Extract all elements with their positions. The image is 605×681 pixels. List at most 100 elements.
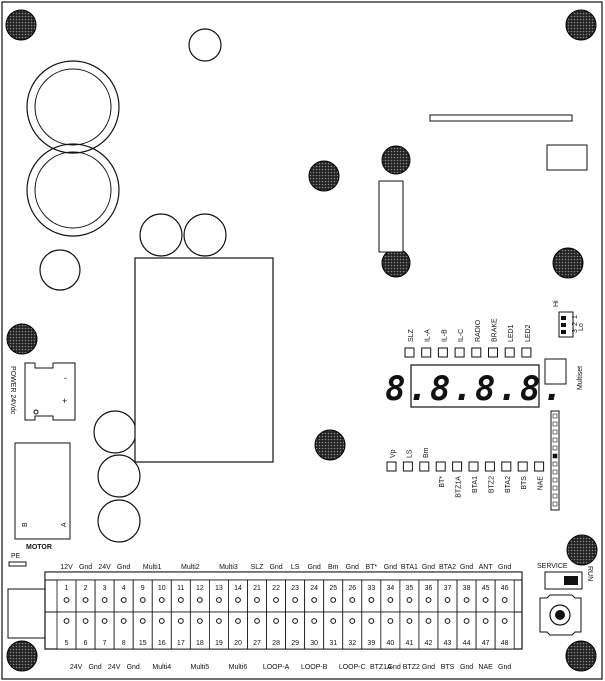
terminal-screw: [501, 597, 508, 603]
terminal-number: 24: [310, 585, 318, 592]
terminal-label: BTZ1A: [370, 664, 392, 671]
pin-header-body: [550, 410, 560, 511]
terminal-number: 23: [291, 585, 299, 592]
input-led: [419, 461, 430, 472]
input-led: [435, 461, 446, 472]
status-led-label: BRAKE: [492, 318, 499, 342]
terminal-screw: [63, 597, 70, 603]
terminal-label: LS: [291, 564, 300, 571]
terminal-label: LOOP-C: [339, 664, 366, 671]
capacitor: [97, 454, 141, 498]
header-pin: [552, 469, 558, 475]
terminal-label: Multi1: [143, 564, 162, 571]
terminal-label: NAE: [478, 664, 493, 671]
motor-connector: [14, 442, 71, 540]
input-led-label: Vp: [390, 449, 397, 458]
header-pin: [552, 453, 558, 459]
terminal-number: 5: [65, 640, 69, 647]
terminal-screw: [444, 618, 451, 624]
terminal-label: Gnd: [498, 564, 511, 571]
terminal-number: 35: [406, 585, 414, 592]
dip-switch[interactable]: [558, 311, 574, 338]
service-run-switch[interactable]: [544, 571, 583, 590]
terminal-label: Gnd: [117, 564, 130, 571]
terminal-screw: [120, 618, 127, 624]
terminal-screw: [177, 597, 184, 603]
status-led-label: IL-C: [458, 329, 465, 342]
terminal-number: 27: [253, 640, 261, 647]
terminal-number: 26: [348, 585, 356, 592]
header-pin: [552, 501, 558, 507]
terminal-screw: [273, 618, 279, 624]
status-led-label: SLZ: [408, 328, 415, 342]
status-led-label: IL-A: [425, 329, 432, 342]
terminal-screw: [139, 618, 146, 624]
header-pin: [552, 413, 558, 419]
capacitor: [39, 249, 81, 291]
service-button[interactable]: [539, 594, 582, 636]
terminal-label: 24V: [70, 664, 83, 671]
terminal-label: Multi2: [181, 564, 200, 571]
terminal-screw: [158, 597, 165, 603]
terminal-number: 18: [196, 640, 204, 647]
capacitor: [183, 213, 227, 257]
mounting-hole: [381, 248, 411, 278]
status-led: [488, 347, 498, 358]
pe-terminal: [7, 588, 46, 639]
capacitor: [97, 499, 141, 543]
header-pin: [552, 485, 558, 491]
terminal-label: Gnd: [127, 664, 140, 671]
header-pin: [552, 461, 558, 467]
terminal-label: BTZ2: [403, 664, 420, 671]
capacitor: [26, 143, 120, 237]
terminal-number: 9: [141, 585, 145, 592]
transformer-block: [134, 257, 274, 463]
terminal-screw: [463, 597, 470, 603]
terminal-label: 24V: [98, 564, 111, 571]
terminal-number: 14: [234, 585, 242, 592]
terminal-label: Gnd: [346, 564, 359, 571]
pe-marker: [8, 561, 27, 567]
terminal-label: Multi4: [152, 664, 171, 671]
terminal-number: 48: [501, 640, 509, 647]
capacitor: [139, 213, 183, 257]
status-led: [437, 347, 448, 358]
input-led: [468, 461, 479, 472]
power-label: POWER 24Vdc: [9, 366, 16, 415]
terminal-number: 20: [234, 640, 242, 647]
display-digits: 8.8.8.8.: [385, 369, 565, 409]
terminal-label: 24V: [108, 664, 121, 671]
terminal-screw: [254, 618, 260, 624]
status-led: [504, 347, 515, 358]
multiset-label: Multiset: [577, 366, 584, 390]
terminal-screw: [177, 618, 184, 624]
status-led: [404, 347, 415, 358]
terminal-screw: [292, 618, 299, 624]
terminal-label: Gnd: [88, 664, 101, 671]
terminal-number: 16: [158, 640, 166, 647]
terminal-screw: [425, 618, 432, 624]
terminal-number: 3: [103, 585, 107, 592]
terminal-label: SLZ: [251, 564, 265, 571]
terminal-screw: [196, 618, 203, 624]
terminal-number: 46: [501, 585, 509, 592]
terminal-number: 44: [463, 640, 471, 647]
terminal-number: 7: [103, 640, 107, 647]
terminal-number: 42: [425, 640, 433, 647]
terminal-label: Bm: [328, 564, 339, 571]
terminal-label: Gnd: [308, 564, 321, 571]
terminal-screw: [444, 597, 451, 603]
multiset-button[interactable]: [544, 358, 567, 385]
terminal-screw: [387, 597, 394, 603]
capacitor-inner: [34, 151, 112, 229]
terminal-screw: [463, 618, 470, 624]
terminal-screw: [254, 597, 260, 603]
status-led: [454, 347, 465, 358]
dip-hi-label: Hi: [553, 300, 560, 307]
